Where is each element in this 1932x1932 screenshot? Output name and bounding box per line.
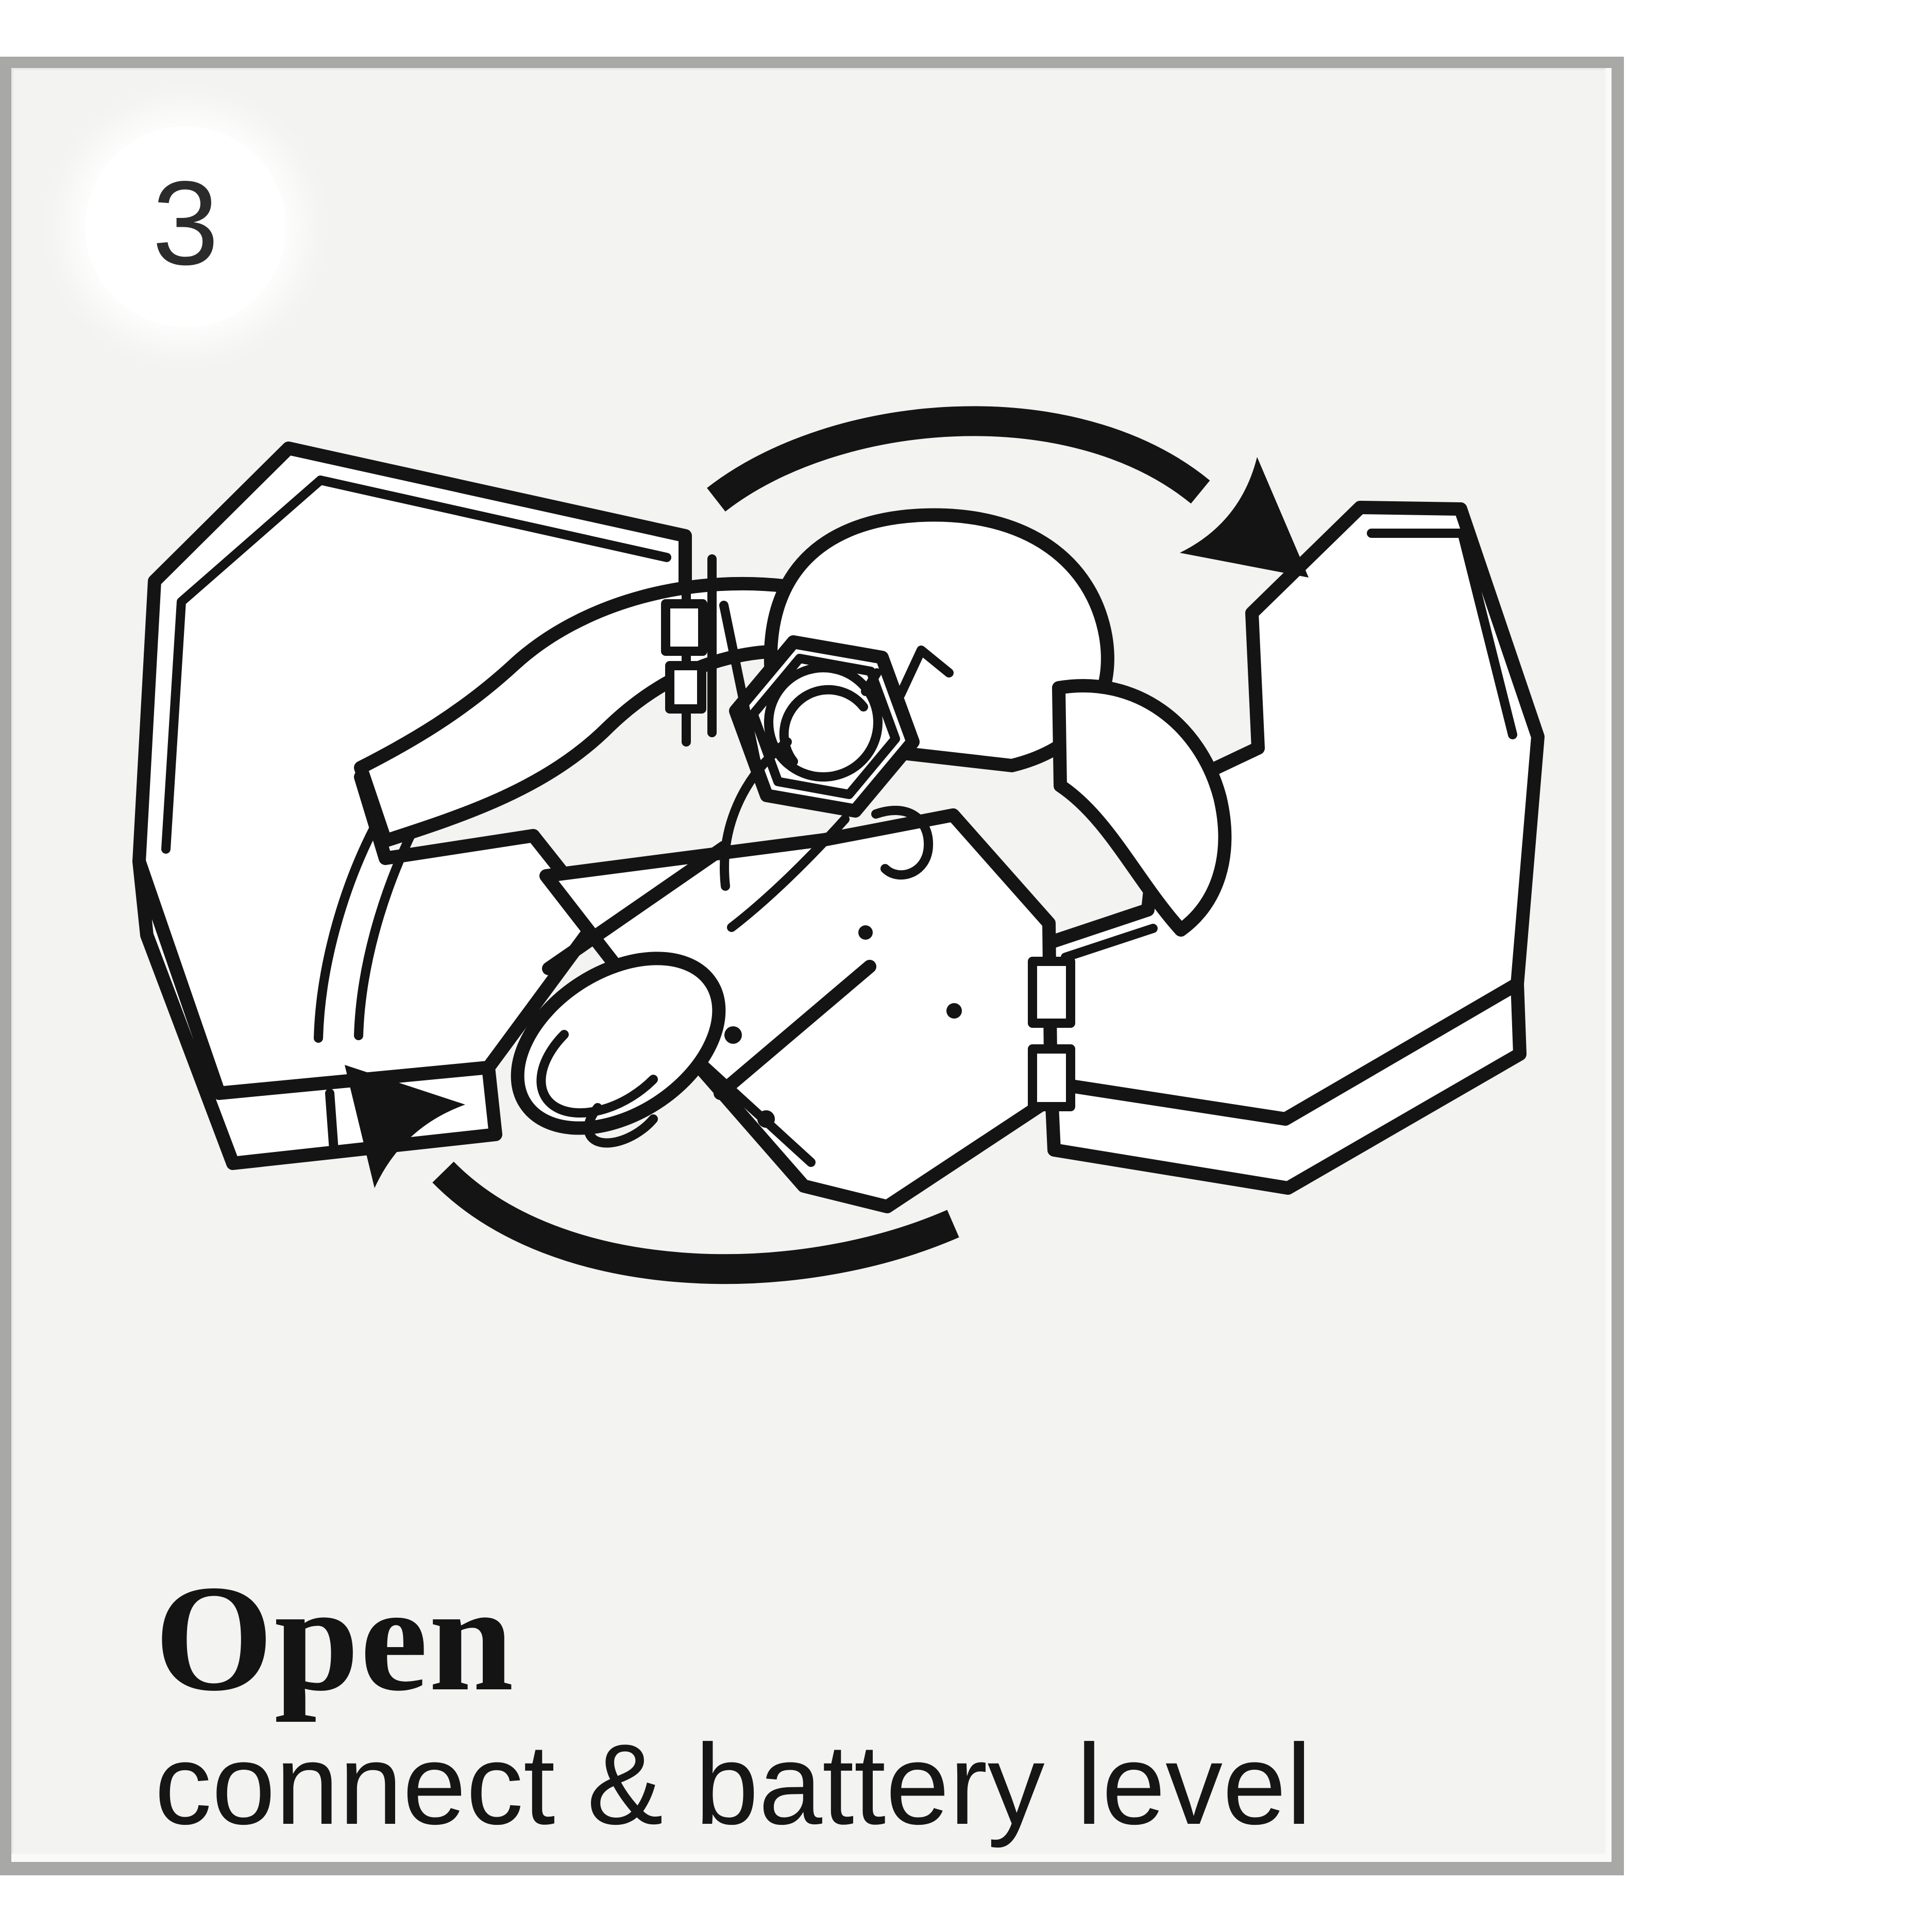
card-title: Open [155, 1554, 515, 1723]
hinge-hex-nut [729, 635, 954, 818]
right-earcup-thickness [1044, 977, 1527, 1195]
rotate-counterclockwise-arrow-icon [345, 1065, 959, 1284]
hinge-ear [1052, 679, 1232, 937]
hinge-mechanism-shape [314, 508, 1232, 1213]
step-number-badge: 3 [85, 126, 286, 327]
rotate-clockwise-arrow-icon [707, 406, 1309, 578]
device-open-illustration [132, 406, 1545, 1284]
step-number: 3 [152, 157, 219, 290]
hinge-latch [1028, 1044, 1075, 1111]
card-subtitle: connect & battery level [155, 1721, 1312, 1849]
hinge-cylinder [511, 841, 876, 1148]
hinge-post [661, 534, 762, 772]
hinge-latch [1028, 957, 1075, 1028]
instruction-card: 3 [0, 57, 1624, 1875]
